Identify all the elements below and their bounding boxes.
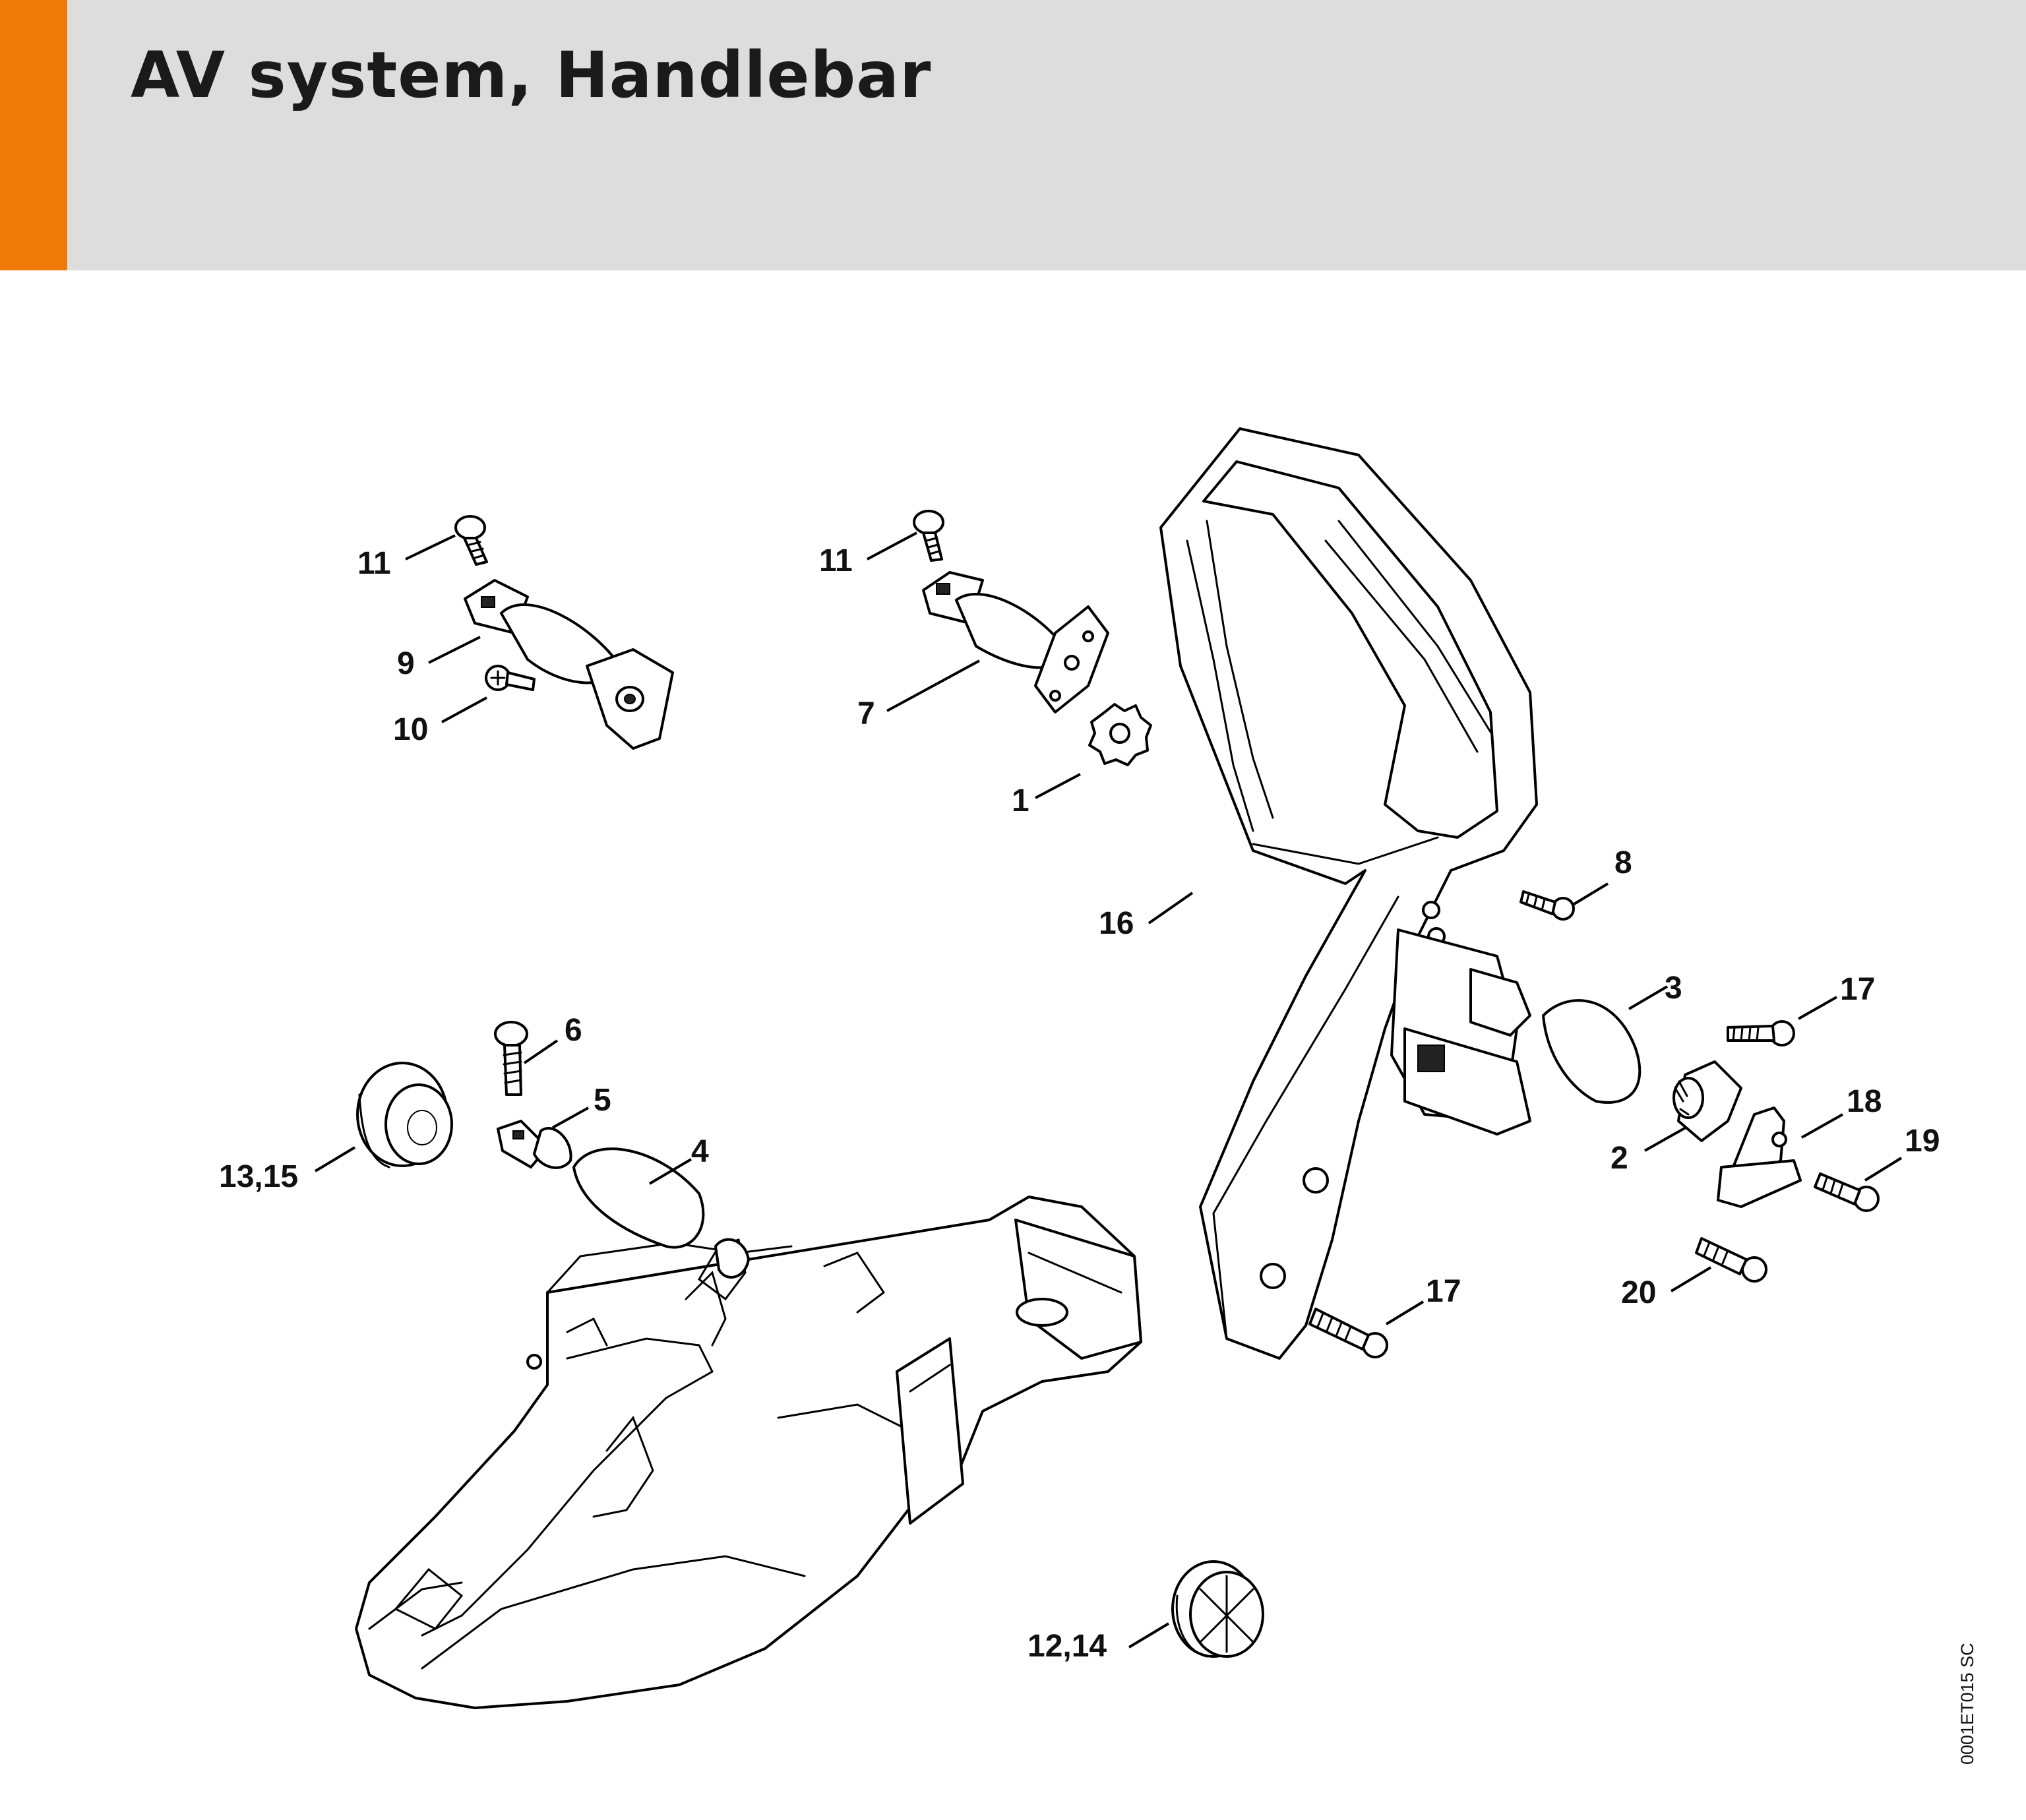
part-3-spring [1541,999,1642,1104]
header-bar [0,0,2026,270]
part-17-screw-a [1727,1020,1795,1046]
callout-8: 8 [1614,845,1632,880]
callout-16: 16 [1099,906,1134,941]
callout-10: 10 [393,712,428,747]
callout-18: 18 [1847,1084,1882,1119]
accent-strip [0,0,67,270]
part-8-screw [1520,890,1575,921]
callout-11b: 11 [819,543,853,578]
callout-4: 4 [691,1134,709,1169]
callout-7: 7 [857,696,875,731]
callout-1: 1 [1012,783,1029,818]
part-6-screw [494,1021,528,1096]
part-2-plug [1673,1060,1742,1142]
callout-5: 5 [594,1083,611,1118]
callout-17a: 17 [1840,972,1875,1007]
callout-12-14: 12,14 [1028,1629,1107,1664]
part-9-spring-assembly [464,579,674,750]
callout-9: 9 [397,646,415,681]
part-7-spring-assembly [922,571,1109,713]
page-title: AV system, Handlebar [131,38,932,112]
callout-3: 3 [1665,971,1682,1006]
callout-13-15: 13,15 [219,1159,298,1194]
part-17-screw-b [1308,1308,1388,1358]
callout-11a: 11 [357,546,391,581]
callout-labels: 11 9 10 11 7 1 16 8 3 17 2 18 19 20 17 6… [219,543,1940,1664]
part-1-damper [1088,703,1152,766]
part-11-screw-b [913,510,944,562]
document-reference: 0001ET015 SC [1957,1643,1977,1765]
callout-19: 19 [1905,1124,1940,1159]
part-20-screw [1695,1237,1767,1283]
part-4-spring [572,1147,705,1249]
callout-2: 2 [1611,1141,1628,1176]
part-11-screw-a [454,515,488,566]
housing-coupler [714,1238,751,1279]
part-13-15-buffer [356,1062,453,1168]
handlebar [1159,427,1538,1360]
callout-20: 20 [1621,1275,1656,1310]
part-10-screw [485,665,536,691]
part-19-screw [1814,1172,1880,1212]
leader-lines [314,531,1903,1649]
part-5-threaded-plug [497,1120,572,1169]
part-12-14-cap [1171,1560,1264,1658]
callout-6: 6 [565,1013,582,1048]
housing [355,1196,1142,1709]
callout-17b: 17 [1426,1274,1461,1309]
part-18-bracket [1717,1107,1802,1208]
